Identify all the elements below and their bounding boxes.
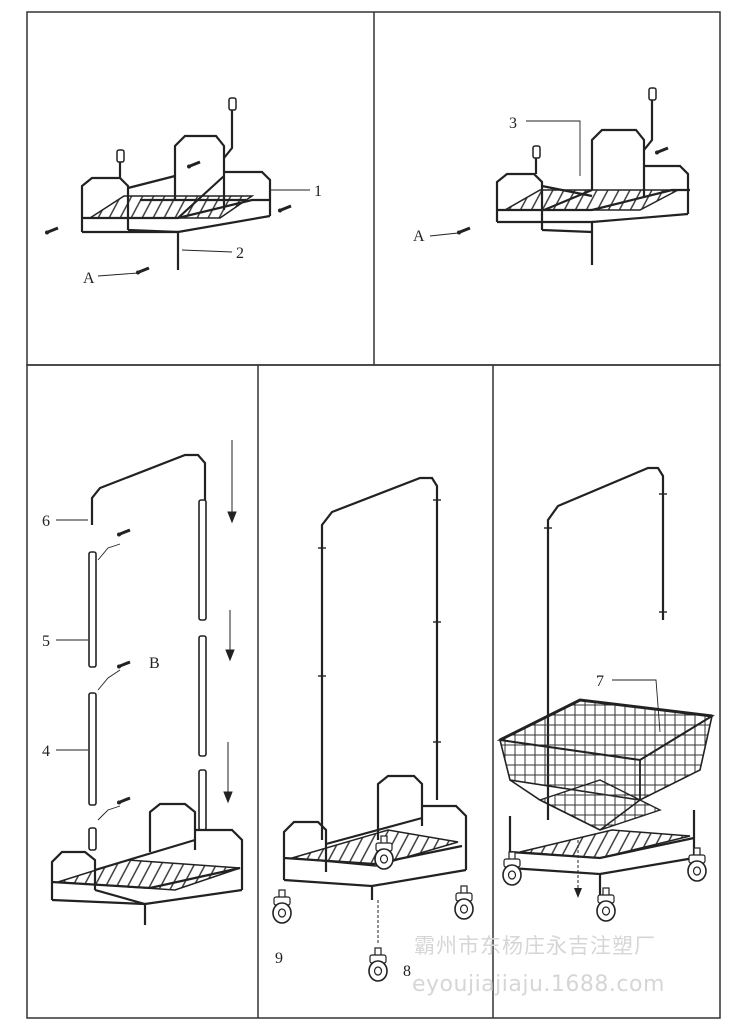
step2-screw-left: [455, 226, 472, 236]
label-screw-a: A: [83, 270, 95, 287]
step1-screw-top: [185, 160, 202, 170]
step2-screw-top: [653, 146, 670, 156]
label-part-6: 6: [42, 513, 50, 530]
label-part-5: 5: [42, 633, 50, 650]
step4-frame: [282, 476, 468, 900]
step3-arrows: [223, 440, 237, 804]
watermark-url: eyoujiajiaju.1688.com: [412, 972, 665, 997]
label-part-4: 4: [42, 743, 50, 760]
step5-panel: 7: [496, 466, 715, 922]
step1-panel: 1 2 A: [43, 97, 322, 287]
step5-caster-right: [687, 847, 707, 882]
step3-leader-screw1: [97, 543, 121, 561]
step1-screw-right: [276, 204, 293, 214]
watermark-company: 霸州市东杨庄永吉注塑厂: [414, 934, 656, 958]
label-screw-a-2: A: [413, 228, 425, 245]
step1-base-frame: [80, 100, 272, 270]
step1-leader-2: [181, 249, 233, 253]
step2-base-frame: [495, 90, 690, 265]
caster-right: [454, 885, 474, 920]
step3-screw-upper: [115, 528, 132, 538]
step3-base-frame: [50, 802, 244, 925]
step1-posts: [116, 97, 237, 163]
step5-caster-left: [502, 851, 522, 886]
label-part-3: 3: [509, 115, 517, 132]
step5-frame: [544, 466, 667, 820]
step2-panel: 3 A: [413, 87, 690, 265]
caster-loose: [368, 947, 388, 982]
laundry-basket: [496, 698, 715, 831]
step3-leader-screw3: [97, 805, 121, 821]
label-screw-b: B: [149, 655, 160, 672]
step3-tubes: [88, 499, 207, 851]
label-part-7: 7: [596, 673, 604, 690]
step4-joints: [318, 499, 441, 743]
step2-leader-a: [429, 232, 459, 237]
step5-down-arrow: [574, 888, 582, 898]
step1-leader-a: [97, 272, 139, 277]
label-part-8: 8: [403, 963, 411, 980]
step5-leader-7: [612, 679, 661, 733]
step2-posts: [532, 87, 657, 159]
label-part-2: 2: [236, 245, 244, 262]
step3-leader-b: [97, 669, 121, 691]
step3-top-bar: [90, 453, 207, 525]
step1-screw-left: [43, 226, 60, 236]
caster-left: [272, 889, 292, 924]
step3-panel: 6 5 4 B: [42, 440, 244, 925]
label-part-9: 9: [275, 950, 283, 967]
step3-screw-lower: [115, 796, 132, 806]
step2-leader-3: [526, 120, 581, 176]
panel-frames: [26, 11, 721, 1019]
step5-base-frame: [508, 810, 696, 900]
step4-panel: 9 8: [272, 476, 474, 982]
step1-screw-bottom: [134, 266, 151, 276]
step3-screw-middle: [115, 660, 132, 670]
label-part-1: 1: [314, 183, 322, 200]
